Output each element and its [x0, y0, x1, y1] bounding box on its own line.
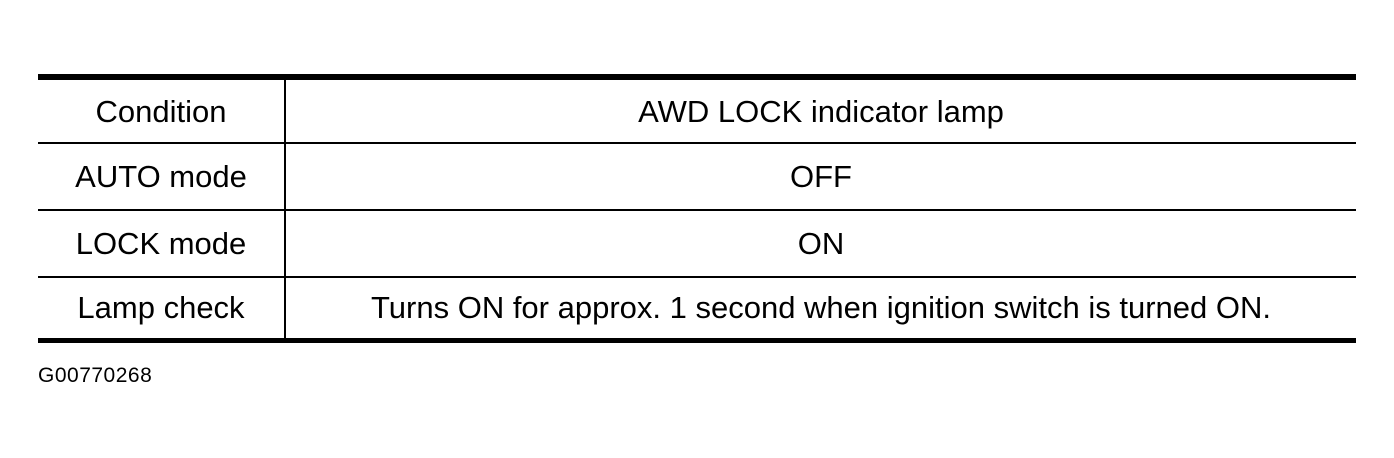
indicator-cell: OFF: [790, 158, 852, 194]
indicator-cell: Turns ON for approx. 1 second when ignit…: [371, 290, 1271, 325]
condition-table: Condition AWD LOCK indicator lamp AUTO m…: [38, 74, 1356, 343]
header-indicator-lamp: AWD LOCK indicator lamp: [638, 94, 1004, 129]
table-row: Lamp check Turns ON for approx. 1 second…: [38, 276, 1356, 338]
table-header-row: Condition AWD LOCK indicator lamp: [38, 80, 1356, 142]
indicator-cell: ON: [797, 225, 845, 261]
condition-cell: AUTO mode: [38, 144, 286, 209]
condition-cell: Lamp check: [38, 278, 286, 338]
condition-cell: LOCK mode: [38, 211, 286, 276]
table-row: LOCK mode ON: [38, 209, 1356, 276]
figure-code: G00770268: [38, 364, 153, 387]
table-top-rule: [38, 74, 1356, 80]
table-row: AUTO mode OFF: [38, 142, 1356, 209]
table-bottom-rule: [38, 338, 1356, 343]
header-condition: Condition: [38, 80, 286, 142]
